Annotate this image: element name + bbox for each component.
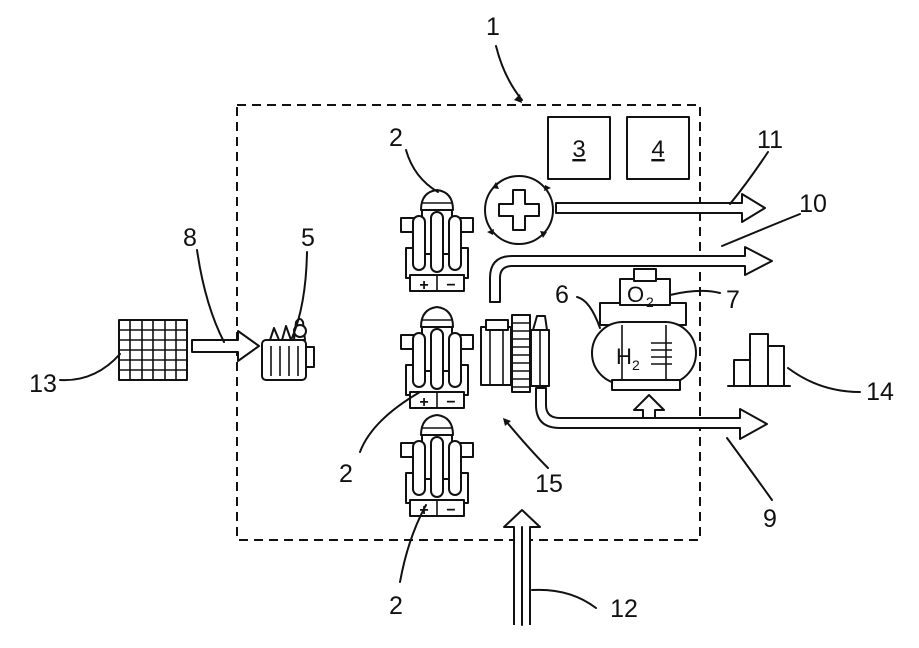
control-box-4: 4: [627, 117, 689, 179]
label-5: 5: [301, 224, 315, 252]
electrolyser-stack: [481, 315, 549, 392]
transformer-icon: [262, 319, 314, 380]
electrolyser-unit-top: + −: [401, 190, 473, 294]
hydrogen-tank: H 2: [592, 303, 696, 390]
label-3: 3: [572, 136, 585, 163]
label-8: 8: [183, 224, 197, 252]
solar-panel-icon: [119, 320, 187, 380]
label-10: 10: [799, 190, 827, 218]
label-12: 12: [610, 595, 638, 623]
label-1: 1: [486, 13, 500, 41]
consumer-building-icon: [728, 334, 790, 386]
electrolyser-unit-bottom: + −: [401, 415, 473, 519]
control-box-3: 3: [548, 117, 610, 179]
minus-sign: −: [446, 502, 455, 519]
plus-sign: +: [419, 394, 428, 411]
label-13: 13: [29, 370, 57, 398]
tank-input-arrow: [634, 395, 664, 418]
o2-main: O: [627, 282, 644, 307]
label-4: 4: [651, 136, 664, 163]
plus-sign: +: [419, 277, 428, 294]
water-input-arrow: [504, 510, 540, 625]
h2-main: H: [616, 344, 632, 369]
label-2-middle: 2: [339, 460, 353, 488]
label-2-top: 2: [389, 124, 403, 152]
heat-exchanger-icon: [485, 176, 553, 244]
label-2-bottom: 2: [389, 592, 403, 620]
label-7: 7: [726, 286, 740, 314]
label-14: 14: [866, 378, 894, 406]
h2-sub: 2: [632, 357, 640, 373]
electrolyser-unit-middle: + −: [401, 307, 473, 411]
minus-sign: −: [446, 277, 455, 294]
label-11: 11: [757, 126, 783, 154]
label-9: 9: [763, 505, 777, 533]
label-15: 15: [535, 470, 563, 498]
oxygen-compressor: O 2: [620, 269, 670, 310]
power-input-arrow: [192, 331, 259, 361]
o2-sub: 2: [646, 294, 654, 310]
label-6: 6: [555, 281, 569, 309]
minus-sign: −: [446, 394, 455, 411]
